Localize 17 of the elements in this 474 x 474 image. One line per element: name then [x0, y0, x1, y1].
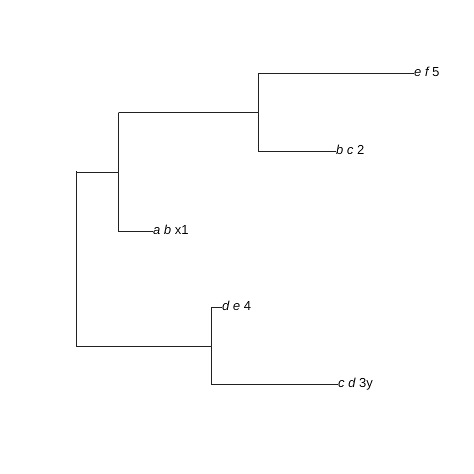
- vertical-branch-line: [258, 73, 259, 152]
- leaf-label: d e 4: [222, 298, 251, 314]
- branch-line: [211, 307, 222, 308]
- branch-line: [118, 112, 259, 113]
- leaf-label: a b x1: [153, 222, 188, 238]
- branch-line: [258, 73, 414, 74]
- leaf-label: b c 2: [336, 142, 364, 158]
- leaf-label: e f 5: [414, 64, 440, 80]
- branch-line: [76, 346, 212, 347]
- vertical-branch-line: [211, 307, 212, 385]
- branch-line: [76, 172, 119, 173]
- leaf-label: c d 3y: [338, 375, 373, 391]
- branch-line: [258, 151, 336, 152]
- branch-line: [211, 384, 338, 385]
- vertical-branch-line: [118, 113, 119, 232]
- vertical-branch-line: [76, 171, 77, 347]
- branch-line: [118, 231, 154, 232]
